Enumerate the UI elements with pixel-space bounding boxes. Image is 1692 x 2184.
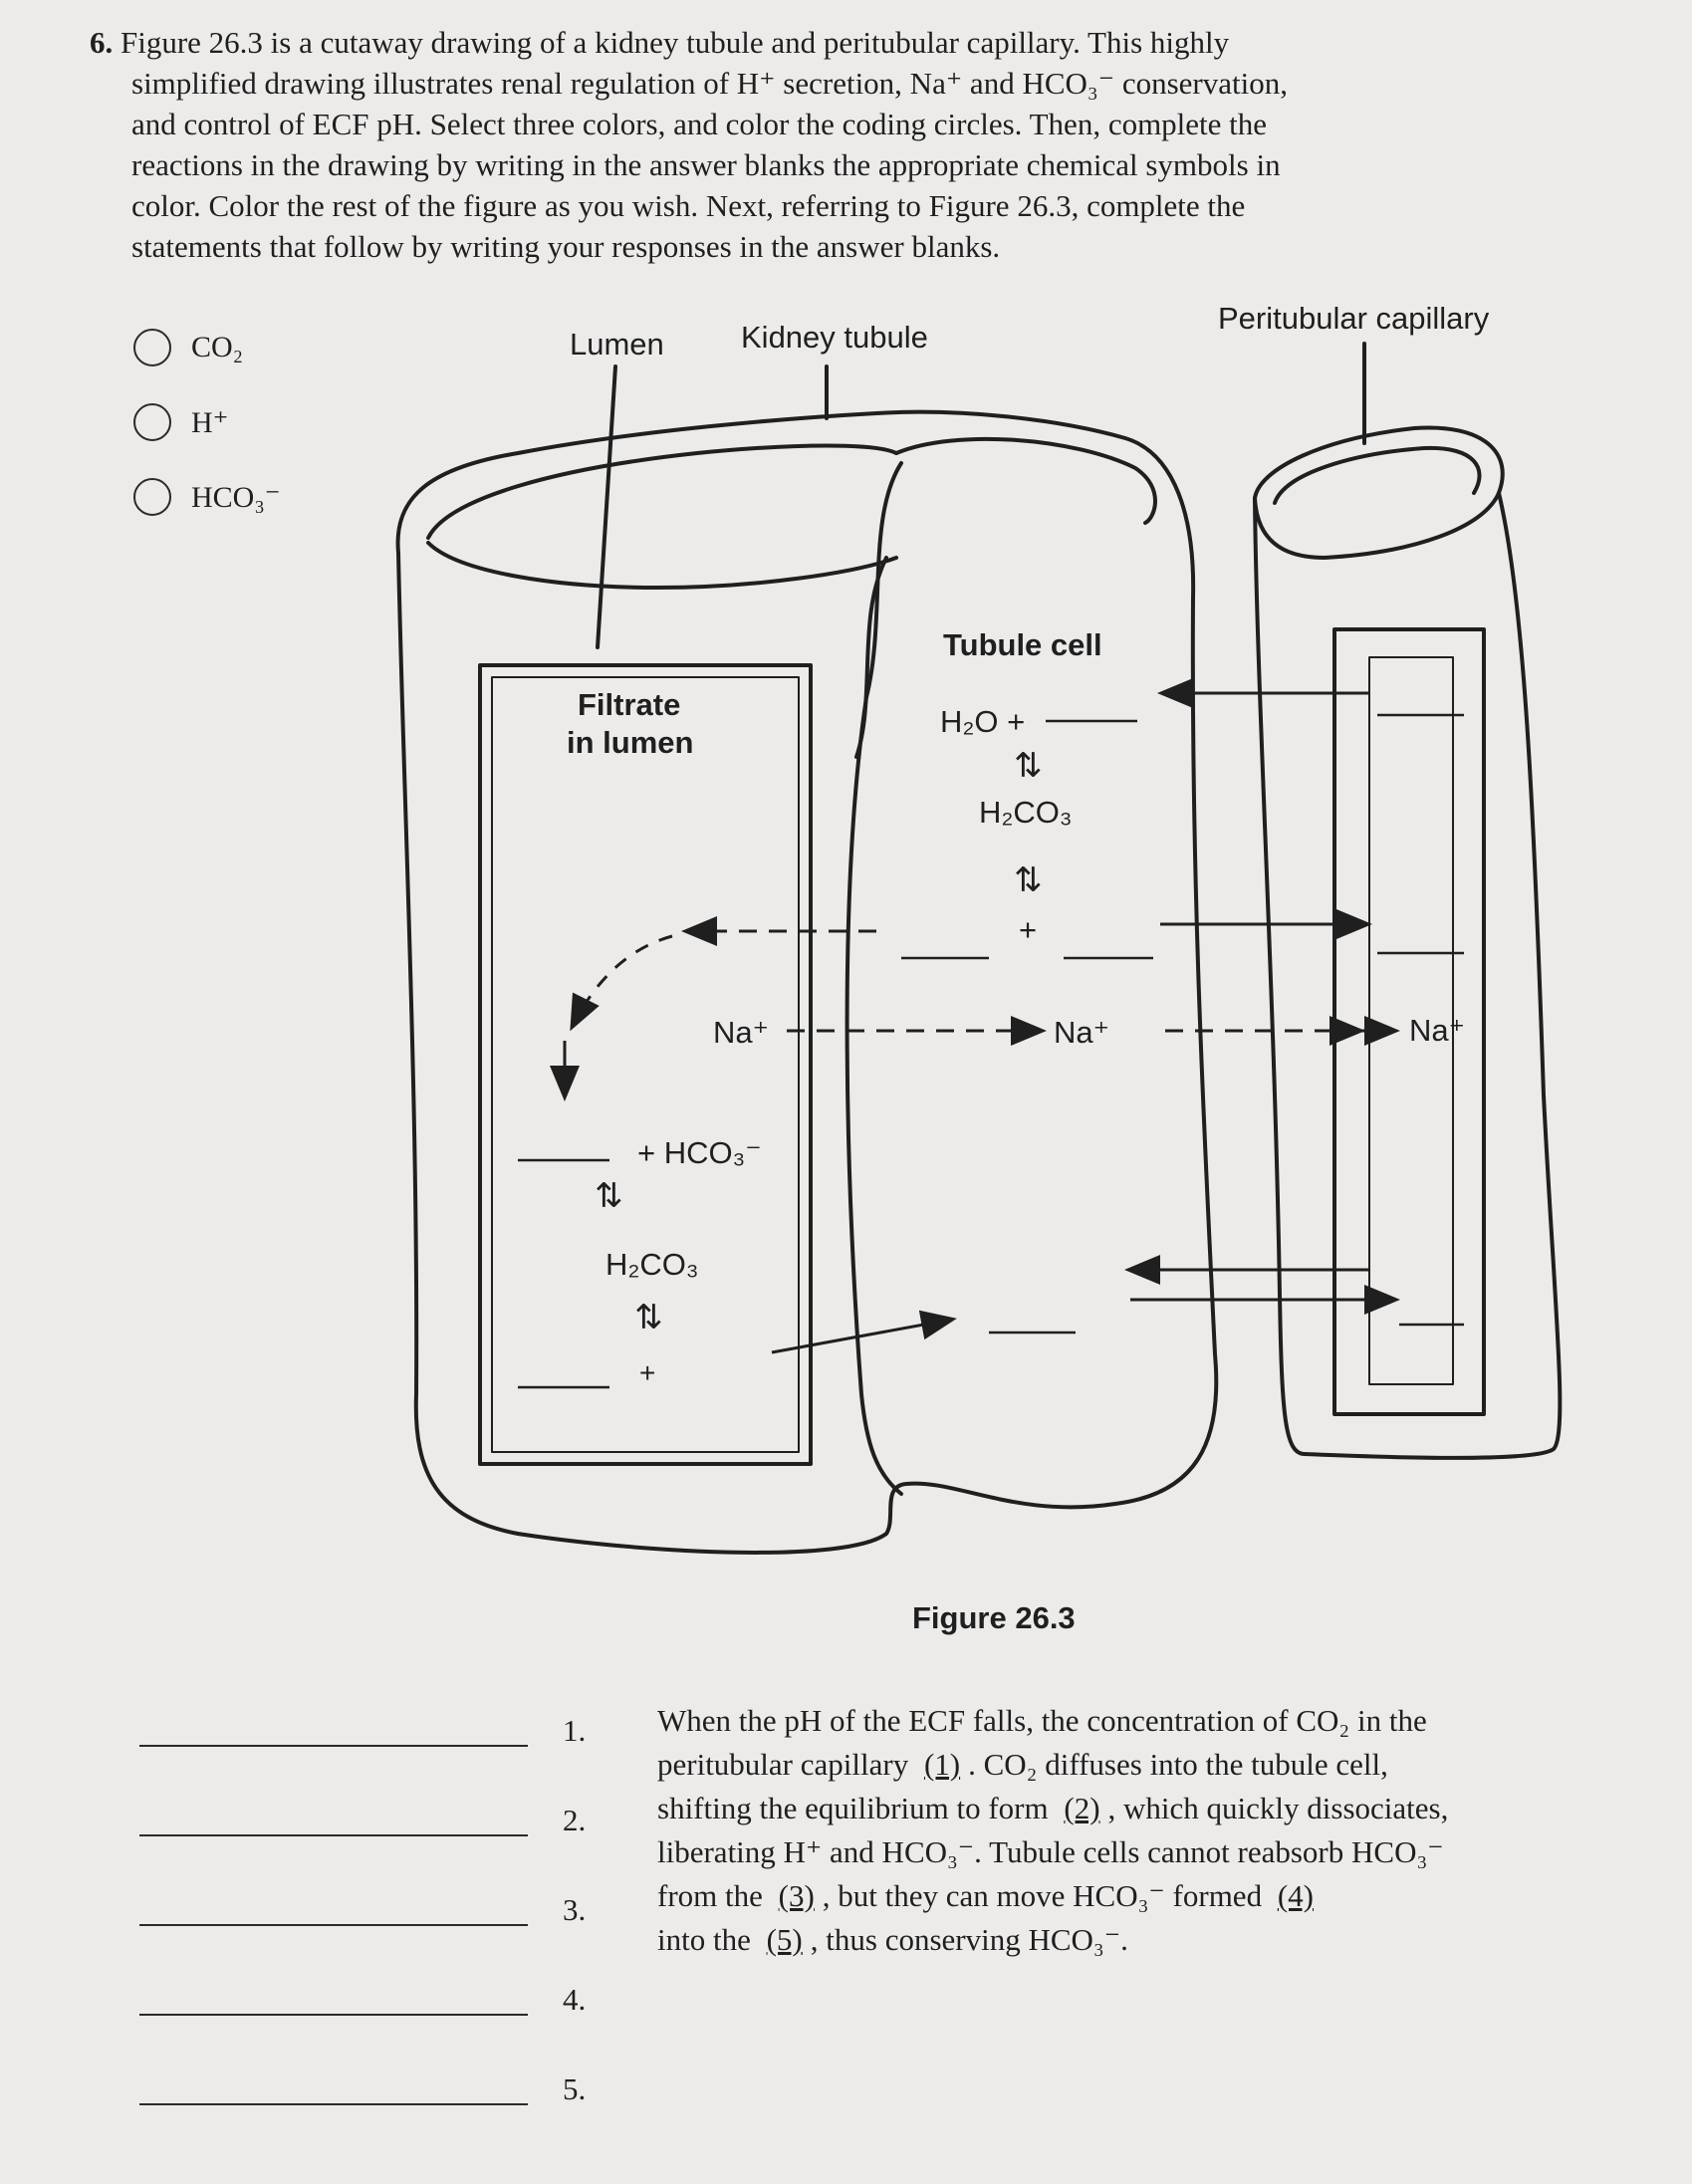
cell-equilibrium-2: ⇅ <box>1014 861 1043 899</box>
question-line-4: reactions in the drawing by writing in t… <box>131 147 1281 182</box>
label-lumen: Lumen <box>570 327 664 362</box>
statement-text: , thus conserving HCO₃⁻. <box>810 1922 1128 1957</box>
statement-blank-3[interactable]: (3) <box>778 1878 815 1913</box>
statement-text: . CO₂ diffuses into the tubule cell, <box>968 1747 1388 1782</box>
question-line-5: color. Color the rest of the figure as y… <box>131 188 1246 223</box>
statement-blank-1[interactable]: (1) <box>923 1747 961 1782</box>
arrow-co2-lumen-to-cell <box>771 1310 957 1354</box>
na-lumen-label: Na⁺ <box>713 1015 769 1050</box>
label-kidney-tubule: Kidney tubule <box>741 320 928 355</box>
cell-h2o-plus: H₂O + <box>940 704 1025 739</box>
color-key-h: H⁺ <box>133 403 229 441</box>
answer-row-1: 1. <box>139 1713 607 1753</box>
answer-blank-2[interactable] <box>139 1834 528 1836</box>
coding-circle-h[interactable] <box>133 403 171 441</box>
answer-number: 4. <box>563 1982 587 2017</box>
lumen-plus-hco3: + HCO₃⁻ <box>637 1135 762 1170</box>
figure-caption: Figure 26.3 <box>912 1600 1076 1635</box>
lumen-equilibrium-1: ⇅ <box>595 1177 623 1215</box>
answer-blank-1[interactable] <box>139 1745 528 1747</box>
na-cell-label: Na⁺ <box>1054 1015 1109 1050</box>
na-capillary-label: Na⁺ <box>1409 1013 1465 1048</box>
statement-text: When the pH of the ECF falls, the concen… <box>657 1703 1427 1738</box>
statement-text: shifting the equilibrium to form <box>657 1791 1057 1825</box>
filtrate-lumen-box <box>478 663 813 1466</box>
color-key-co2: CO₂ <box>133 329 243 366</box>
question-line-2: simplified drawing illustrates renal reg… <box>131 66 1288 101</box>
statement-text: peritubular capillary <box>657 1747 916 1782</box>
answer-row-4: 4. <box>139 1982 607 2022</box>
answer-row-3: 3. <box>139 1892 607 1932</box>
color-key-label: H⁺ <box>191 405 229 439</box>
cell-h2co3: H₂CO₃ <box>979 795 1073 830</box>
statement-paragraph: When the pH of the ECF falls, the concen… <box>657 1699 1613 1962</box>
cell-plus: + <box>1019 912 1037 947</box>
statement-text: , which quickly dissociates, <box>1107 1791 1449 1825</box>
coding-circle-co2[interactable] <box>133 329 171 366</box>
tubule-outline <box>395 409 1219 1555</box>
label-filtrate-line1: Filtrate <box>578 687 680 722</box>
cell-equilibrium-1: ⇅ <box>1014 747 1043 785</box>
lumen-leader <box>596 364 617 649</box>
coding-circle-hco3[interactable] <box>133 478 171 516</box>
statement-blank-4[interactable]: (4) <box>1277 1878 1314 1913</box>
question-line-6: statements that follow by writing your r… <box>131 229 1001 264</box>
answer-blank-3[interactable] <box>139 1924 528 1926</box>
answer-number: 3. <box>563 1892 587 1927</box>
answer-blank-4[interactable] <box>139 2014 528 2016</box>
answer-number: 2. <box>563 1803 587 1837</box>
statement-blank-2[interactable]: (2) <box>1064 1791 1100 1825</box>
answer-number: 5. <box>563 2071 587 2106</box>
color-key-label: HCO₃⁻ <box>191 480 281 514</box>
tubule-cell-boundary <box>845 461 903 1496</box>
question-line-1: Figure 26.3 is a cutaway drawing of a ki… <box>121 25 1230 60</box>
statement-text: from the <box>657 1878 771 1913</box>
answer-row-2: 2. <box>139 1803 607 1842</box>
statement-text: liberating H⁺ and HCO₃⁻. Tubule cells ca… <box>657 1834 1444 1869</box>
capillary-outline <box>1253 425 1505 560</box>
question-number: 6. <box>90 25 114 60</box>
question-text: 6. Figure 26.3 is a cutaway drawing of a… <box>90 22 1384 267</box>
lumen-equilibrium-2: ⇅ <box>634 1299 663 1336</box>
arrow-h-curve <box>570 934 673 1032</box>
color-key-hco3: HCO₃⁻ <box>133 478 281 516</box>
label-tubule-cell: Tubule cell <box>943 627 1102 662</box>
label-filtrate-line2: in lumen <box>567 725 693 760</box>
answer-row-5: 5. <box>139 2071 607 2111</box>
lumen-h2co3: H₂CO₃ <box>605 1247 699 1282</box>
statement-text: , but they can move HCO₃⁻ formed <box>822 1878 1270 1913</box>
label-peritubular-capillary: Peritubular capillary <box>1218 301 1490 336</box>
question-line-3: and control of ECF pH. Select three colo… <box>131 107 1268 141</box>
answer-number: 1. <box>563 1713 587 1748</box>
statement-text: into the <box>657 1922 759 1957</box>
statement-blank-5[interactable]: (5) <box>766 1922 803 1957</box>
color-key-label: CO₂ <box>191 331 244 364</box>
answer-blank-5[interactable] <box>139 2103 528 2105</box>
lumen-plus: + <box>639 1357 655 1388</box>
tubule-rim <box>426 443 898 540</box>
